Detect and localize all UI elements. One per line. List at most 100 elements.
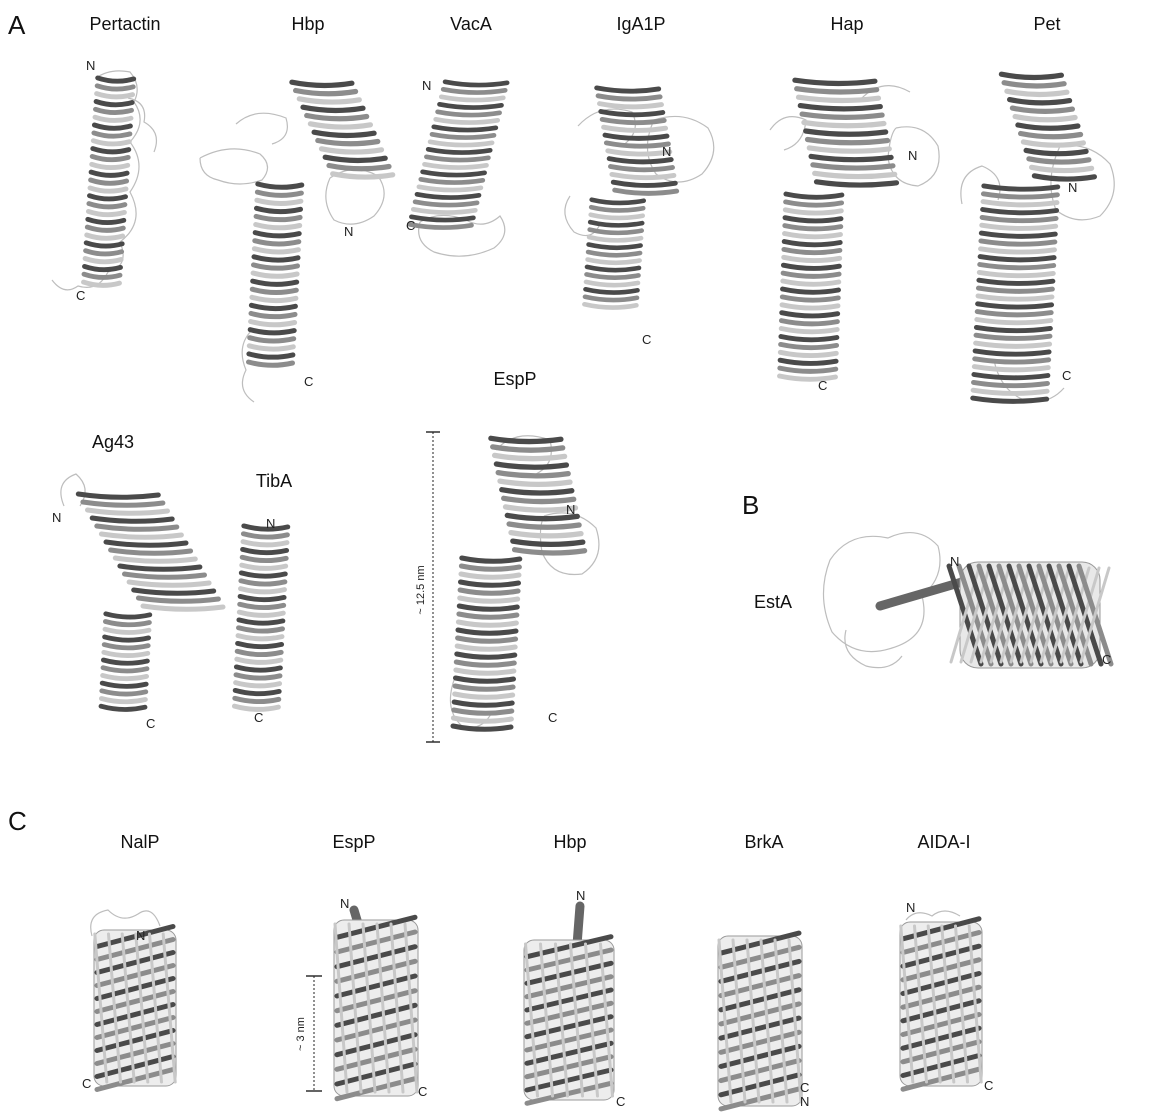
beta-strand	[786, 202, 842, 205]
beta-strand	[1012, 108, 1072, 111]
beta-strand	[456, 678, 514, 681]
scale-bar-label: ~ 12.5 nm	[415, 565, 427, 614]
structure-iga1p: N C	[565, 88, 714, 347]
beta-strand	[254, 265, 298, 268]
beta-strand	[93, 149, 129, 152]
structure-ag43: N C	[52, 474, 223, 731]
beta-strand	[611, 167, 673, 170]
beta-strand	[299, 99, 359, 102]
beta-strand	[105, 622, 149, 625]
beta-strand	[333, 174, 393, 177]
structure-hap: N C	[770, 80, 939, 393]
beta-strand	[1034, 176, 1094, 179]
beta-strand	[91, 172, 127, 175]
c-terminus-label: C	[1062, 368, 1071, 383]
beta-strand	[103, 675, 147, 678]
beta-strand	[239, 620, 283, 623]
beta-strand	[95, 117, 131, 120]
n-terminus-label: N	[566, 502, 575, 517]
beta-strand	[251, 305, 295, 308]
beta-strand	[432, 134, 494, 137]
n-terminus-label: N	[800, 1094, 809, 1109]
beta-strand	[240, 596, 284, 599]
beta-strand	[104, 645, 148, 648]
structure-title-espp-a: EspP	[493, 369, 536, 389]
beta-strand	[590, 222, 642, 225]
beta-strand	[974, 382, 1048, 385]
beta-strand	[458, 622, 516, 625]
beta-strand	[1001, 74, 1061, 77]
beta-strand	[600, 104, 662, 107]
beta-strand	[417, 194, 479, 197]
beta-strand	[87, 227, 123, 230]
beta-strand	[978, 304, 1052, 307]
beta-strand	[115, 558, 195, 561]
barrel-hbp-c: N C	[524, 888, 625, 1109]
beta-strand	[239, 612, 283, 615]
beta-strand	[243, 549, 287, 552]
beta-strand	[257, 208, 301, 211]
n-terminus-label: N	[340, 896, 349, 911]
beta-strand	[1015, 117, 1075, 120]
beta-strand	[458, 630, 516, 633]
beta-strand	[120, 566, 200, 569]
panel-label-c: C	[8, 806, 27, 836]
beta-strand	[598, 96, 660, 99]
beta-strand	[241, 573, 285, 576]
beta-strand	[584, 304, 636, 307]
beta-strand	[588, 252, 640, 255]
beta-strand	[462, 558, 520, 561]
beta-strand	[513, 541, 583, 544]
structure-pertactin: N C	[52, 58, 156, 303]
structure-espp-a: ~ 12.5 nm N C	[415, 432, 599, 742]
beta-strand	[98, 78, 134, 81]
beta-strand	[251, 322, 295, 325]
beta-strand	[782, 305, 838, 308]
beta-strand	[498, 473, 568, 476]
beta-strand	[83, 502, 163, 505]
beta-strand	[981, 233, 1055, 236]
beta-strand	[585, 297, 637, 300]
structure-title-nalp: NalP	[120, 832, 159, 852]
beta-strand	[784, 249, 840, 252]
beta-strand	[809, 148, 889, 151]
beta-strand	[255, 233, 299, 236]
beta-strand	[241, 581, 285, 584]
beta-strand	[606, 143, 668, 146]
beta-strand	[461, 574, 519, 577]
beta-strand	[504, 498, 574, 501]
beta-strand	[1004, 83, 1064, 86]
beta-strand	[242, 557, 286, 560]
beta-strand	[978, 288, 1052, 291]
beta-strand	[88, 510, 168, 513]
beta-strand	[975, 359, 1049, 362]
beta-strand	[804, 123, 884, 126]
beta-strand	[784, 257, 840, 260]
beta-strand	[411, 217, 473, 220]
beta-strand	[981, 249, 1055, 252]
beta-strand	[102, 683, 146, 686]
beta-strand	[257, 192, 301, 195]
beta-strand	[238, 643, 282, 646]
beta-strand	[1021, 134, 1081, 137]
structure-title-hbp: Hbp	[291, 14, 324, 34]
beta-strand	[303, 107, 363, 110]
beta-strand	[125, 574, 205, 577]
beta-strand	[88, 211, 124, 214]
beta-strand	[238, 636, 282, 639]
beta-strand	[978, 296, 1052, 299]
barrel-aida: N C	[900, 900, 993, 1093]
beta-strand	[94, 125, 130, 128]
beta-strand	[249, 346, 293, 349]
beta-strand	[589, 245, 641, 248]
beta-strand	[445, 82, 507, 85]
beta-strand	[243, 542, 287, 545]
structure-pet: N C	[961, 74, 1114, 401]
c-terminus-label: C	[984, 1078, 993, 1093]
barrel-brka: C N	[718, 933, 809, 1109]
c-terminus-label: C	[800, 1080, 809, 1095]
beta-strand	[434, 127, 496, 130]
beta-strand	[500, 481, 570, 484]
beta-strand	[138, 598, 218, 601]
